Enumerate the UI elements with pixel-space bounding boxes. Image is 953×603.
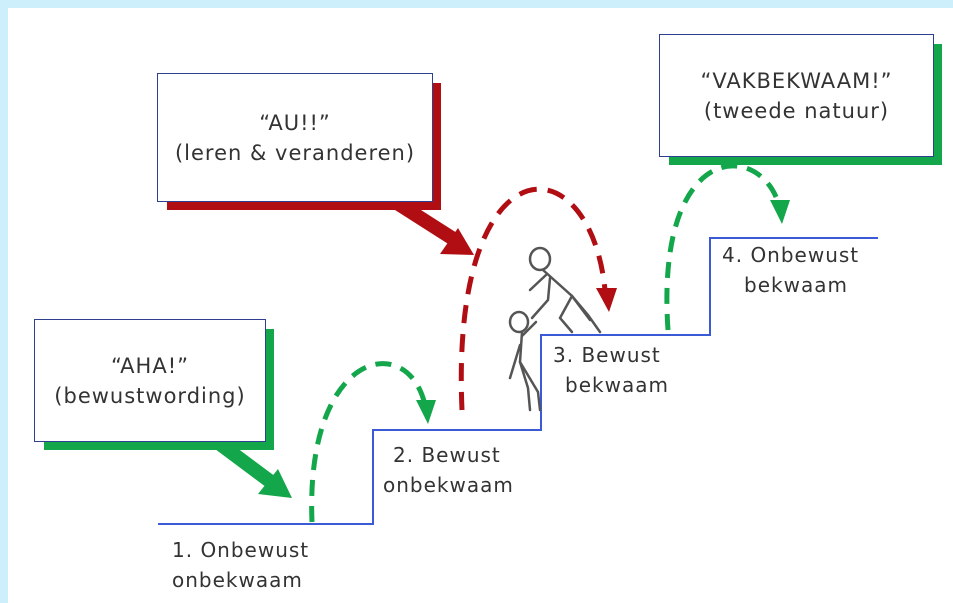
arc-step2-to-step3-head [596,288,617,312]
vakbekwaam-box-title: “VAKBEKWAAM!” [700,68,893,93]
aha-box: “AHA!” (bewustwording) [34,319,266,442]
arc-step1-to-step2-head [416,400,436,424]
au-pointer-arrow-head [440,228,474,255]
step-3-title: 3. Bewust [553,343,661,367]
aha-box-title: “AHA!” [111,353,189,378]
vakbekwaam-box: “VAKBEKWAAM!” (tweede natuur) [659,34,934,157]
step-3-label: 3. Bewust bekwaam [553,340,669,400]
au-box-subtitle: (leren & veranderen) [174,140,416,165]
aha-pointer-arrow-head [258,469,292,498]
step-2-label: 2. Bewust onbekwaam [383,440,514,500]
step-4-label: 4. Onbewust bekwaam [722,240,859,300]
au-box-title: “AU!!” [259,110,331,135]
step-2-subtitle: onbekwaam [383,473,514,497]
vakbekwaam-box-subtitle: (tweede natuur) [703,98,890,123]
arc-step1-to-step2 [309,361,428,523]
au-box: “AU!!” (leren & veranderen) [157,73,433,202]
step-2-title: 2. Bewust [393,443,501,467]
climbing-stick-figures-icon [508,246,602,412]
arc-step2-to-step3 [458,186,608,411]
staircase-line [158,237,878,525]
step-1-subtitle: onbekwaam [172,568,303,592]
arc-step3-to-step4-head [770,200,790,224]
step-4-subtitle: bekwaam [744,273,848,297]
arc-step3-to-step4 [664,163,782,331]
step-3-subtitle: bekwaam [565,373,669,397]
step-1-title: 1. Onbewust [172,538,310,562]
aha-box-subtitle: (bewustwording) [54,383,246,408]
step-1-label: 1. Onbewust onbekwaam [172,535,309,595]
step-4-title: 4. Onbewust [722,243,860,267]
